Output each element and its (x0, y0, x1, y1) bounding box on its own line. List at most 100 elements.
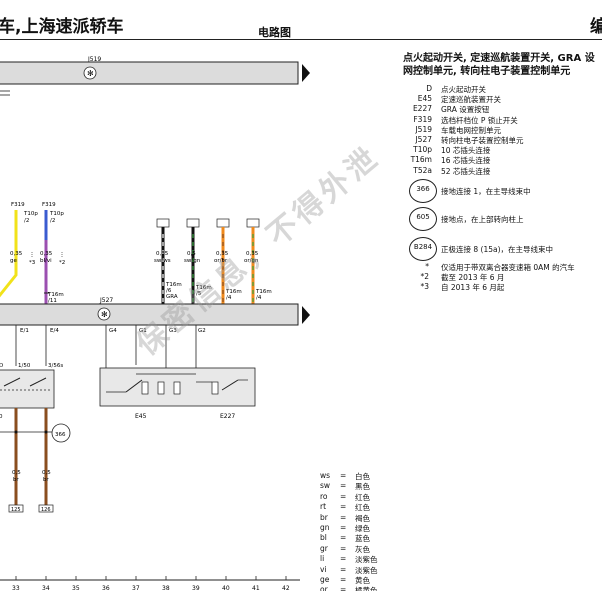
connector-box (156, 218, 170, 228)
wire-color-name: 蓝色 (355, 534, 370, 544)
upper-bus-arrow-right (302, 64, 310, 82)
wire-orgn-color: or/gn (244, 258, 259, 264)
page-number: 35 (72, 585, 80, 591)
note-text: 截至 2013 年 6 月 (441, 273, 505, 282)
wire-ge-size: 0,35 (10, 251, 23, 257)
page-number: 42 (282, 585, 290, 591)
lower-bus-label: J527 (99, 297, 113, 304)
signal-g2: G2 (198, 328, 206, 334)
side-title-line2: 网控制单元, 转向柱电子装置控制单元 (403, 66, 571, 77)
connection-circle: 605 (409, 207, 437, 231)
wire-color-code: ws (320, 471, 331, 480)
legend-description: 点火起动开关 (441, 85, 486, 94)
wire-color-code: or (320, 585, 328, 591)
wire-color-name: 淡紫色 (355, 555, 378, 565)
junction-dot (14, 430, 18, 434)
t16m-d-pin: /4 (256, 295, 262, 301)
wire-color-equals: = (340, 585, 347, 591)
wire-color-name: 橘黄色 (355, 586, 378, 591)
lower-bus-j527 (0, 303, 299, 326)
signal-g3: G3 (169, 328, 177, 334)
legend-code: T10p (413, 145, 432, 155)
lower-bus-ground-mark: ✻ (101, 310, 108, 319)
switch-contact (221, 379, 239, 391)
connector-box (216, 218, 230, 228)
signal-356: 3/56s (48, 363, 63, 369)
signal-g1: G1 (139, 328, 147, 334)
wire-color-name: 红色 (355, 503, 370, 513)
t16m-c-label: T16m (225, 289, 242, 295)
note-mark: *3 (420, 282, 429, 291)
junction-dot (44, 430, 48, 434)
page-number: 37 (132, 585, 140, 591)
resistor (211, 381, 219, 395)
left-edge-number: 0 (0, 414, 3, 420)
wire-br2-color: br (43, 477, 49, 483)
ground-box-125 (8, 504, 24, 513)
legend-description: 定速巡航装置开关 (441, 95, 501, 105)
page-number: 33 (12, 585, 20, 591)
legend-code: J519 (415, 124, 432, 134)
connection-description: 接地连接 1，在主导线束中 (441, 187, 531, 196)
wire-br2-size: 0,5 (42, 470, 51, 476)
wire-color-code: ro (320, 491, 328, 501)
wire-swgn-size: 0,5 (187, 251, 196, 257)
wire-swws-size: 0,35 (156, 251, 169, 257)
t16m-b-label: T16m (195, 285, 212, 291)
note-mark: * (425, 262, 429, 271)
page-number: 34 (42, 585, 50, 591)
wire-br1-color: br (13, 477, 19, 483)
connector-box (186, 218, 200, 228)
wire-orgn-size: 0,35 (246, 251, 259, 257)
connection-description: 正极连接 8 (15a)，在主导线束中 (441, 245, 554, 254)
ground-box-125-label: 125 (11, 507, 21, 513)
left-edge-d: D (0, 363, 3, 369)
wire-color-code: bl (320, 533, 327, 543)
wire-color-equals: = (340, 491, 347, 501)
wire-color-equals: = (340, 575, 347, 584)
legend-description: 选档杆档位 P 锁止开关 (441, 115, 518, 125)
wire-color-code: gr (320, 543, 328, 553)
signal-g4: G4 (109, 328, 117, 334)
t16m-a-extra: GRA (166, 294, 178, 300)
legend-code: T16m (410, 155, 432, 165)
wire-color-name: 灰色 (355, 544, 370, 554)
t16m-a-pin: /6 (166, 288, 172, 294)
wire-color-code: rt (320, 502, 327, 512)
ground-box-126 (38, 504, 54, 513)
connection-id: 605 (416, 213, 430, 221)
note-text: 仅适用于带双离合器变速箱 0AM 的汽车 (441, 263, 575, 272)
resistor (173, 381, 181, 395)
connection-circle: B284 (409, 237, 437, 261)
lower-bus-ground-symbol (97, 307, 111, 321)
wire-color-code: ge (320, 575, 330, 584)
wire-color-code: li (320, 554, 325, 564)
legend-code: J527 (415, 135, 432, 144)
wire-swgn-color: sw/gn (184, 258, 201, 264)
t16m-left-label: T16m (47, 292, 64, 298)
wire-color-equals: = (340, 523, 347, 532)
t16m-b-pin: /5 (196, 291, 202, 297)
wire-color-code: vi (320, 564, 327, 574)
wire-left-a-label: F319 (11, 202, 25, 208)
t16m-left-pin: /11 (48, 298, 57, 304)
page-number: 41 (252, 585, 260, 591)
wire-blvi-color: bl/vi (40, 258, 52, 264)
page-title: 车,上海速派轿车 (0, 17, 124, 37)
page-number: 38 (162, 585, 170, 591)
wire-orbr-size: 0,35 (216, 251, 229, 257)
wire-color-name: 褐色 (355, 513, 370, 523)
legend-code: D (426, 84, 432, 93)
wire-left-b-label: F319 (42, 202, 56, 208)
upper-bus-ground-symbol (83, 66, 97, 80)
legend-code: T52a (413, 165, 432, 175)
wire-color-equals: = (340, 564, 347, 574)
wire-color-name: 淡紫色 (355, 565, 378, 575)
upper-bus-j519 (0, 61, 299, 85)
upper-bus-ground-mark: ✻ (87, 69, 94, 78)
wire-color-name: 黄色 (355, 576, 370, 585)
header-right-fragment: 编 (590, 17, 602, 37)
signal-e1: E/1 (20, 328, 29, 334)
connection-id: B284 (413, 243, 433, 251)
